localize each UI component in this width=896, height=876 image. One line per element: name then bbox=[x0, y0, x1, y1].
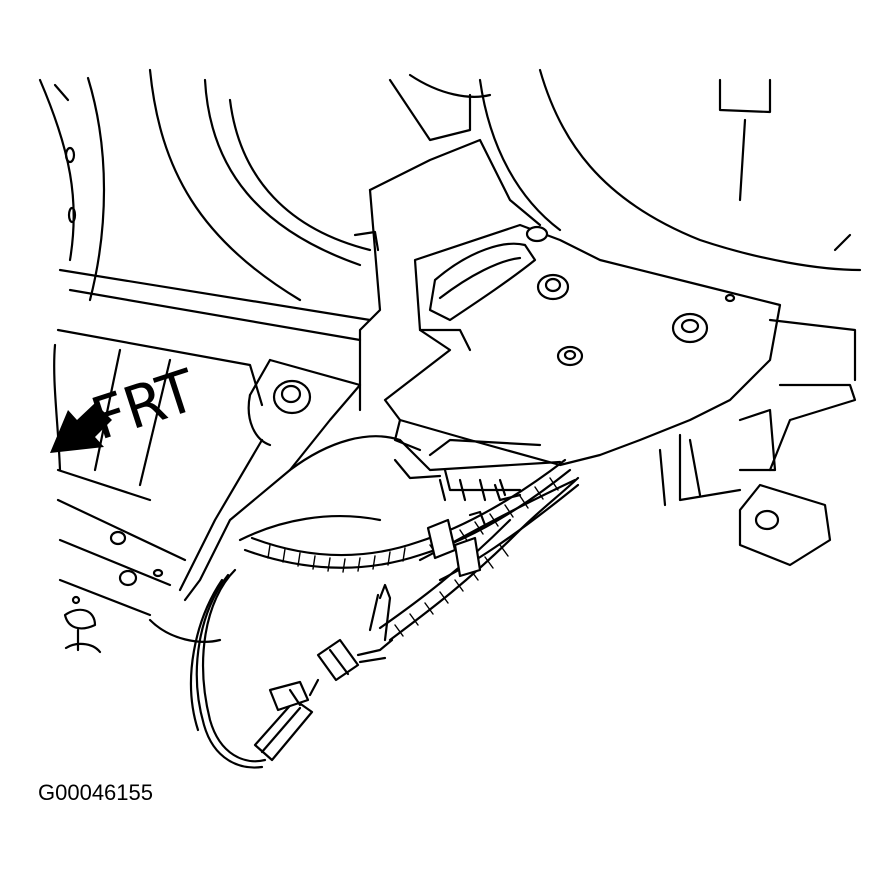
upper-bracket bbox=[353, 68, 862, 412]
module-mounting-plate bbox=[383, 223, 782, 467]
crossmember-rails bbox=[53, 268, 372, 654]
sensing-module bbox=[393, 438, 562, 502]
front-arrow-icon bbox=[50, 403, 112, 453]
front-direction-indicator: FRT bbox=[50, 356, 205, 453]
wiring-harness bbox=[189, 458, 580, 769]
figure-id: G00046155 bbox=[38, 780, 153, 805]
direction-label: FRT bbox=[83, 356, 204, 453]
left-body-panel bbox=[38, 68, 372, 302]
right-side-bracket bbox=[658, 318, 857, 567]
frame-member bbox=[148, 358, 402, 643]
